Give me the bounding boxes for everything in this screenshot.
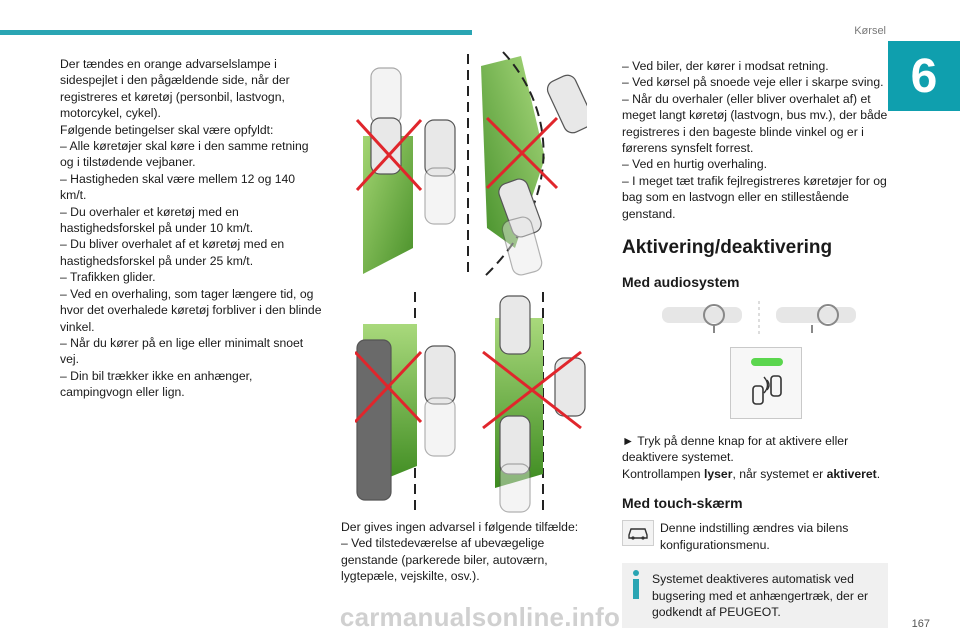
lamp-text: , når systemet er bbox=[732, 466, 827, 481]
divider bbox=[758, 301, 760, 336]
lamp-bold: lyser bbox=[703, 466, 733, 481]
lamp-bold: aktiveret bbox=[826, 466, 877, 481]
watermark: carmanualsonline.info bbox=[339, 602, 621, 632]
condition-item: – Du bliver overhalet af et køretøj med … bbox=[60, 237, 285, 268]
right-column: – Ved biler, der kører i modsat retning.… bbox=[622, 58, 888, 629]
left-column: Der tændes en orange advarselslampe i si… bbox=[60, 56, 322, 401]
car-settings-icon bbox=[622, 520, 654, 547]
condition-item: – Du overhaler et køretøj med en hastigh… bbox=[60, 204, 254, 236]
section-header: Kørsel bbox=[854, 25, 886, 37]
section-title: Aktivering/deaktivering bbox=[622, 237, 833, 259]
header-rule bbox=[0, 30, 472, 35]
paragraph: Følgende betingelser skal være opfyldt: bbox=[60, 122, 274, 137]
info-icon bbox=[633, 570, 639, 600]
condition-item: – I meget tæt trafik fejlregistreres kør… bbox=[622, 173, 887, 221]
audio-subtitle: Med audiosystem bbox=[622, 274, 740, 291]
page-number: 167 bbox=[911, 618, 930, 630]
blind-spot-button-icon bbox=[730, 347, 802, 420]
lamp-text: Kontrollampen bbox=[622, 466, 704, 481]
info-line: bugsering med et anhængertræk, der er go… bbox=[652, 588, 869, 619]
lamp-note: Kontrollampen lyser, når systemet er akt… bbox=[622, 466, 888, 482]
info-line: Systemet deaktiveres automatisk ved bbox=[652, 572, 854, 587]
dashboard-illustration bbox=[662, 301, 888, 336]
touch-subtitle: Med touch-skærm bbox=[622, 495, 743, 512]
condition-item: – Hastigheden skal være mellem 12 og 140… bbox=[60, 171, 296, 203]
paragraph: Der gives ingen advarsel i følgende tilf… bbox=[341, 520, 579, 534]
steering-wheel-icon bbox=[662, 304, 742, 334]
steering-wheel-icon bbox=[776, 304, 856, 334]
touch-text: Denne indstilling ændres via bilens konf… bbox=[660, 521, 849, 552]
middle-column: Der gives ingen advarsel i følgende tilf… bbox=[341, 519, 603, 585]
blind-spot-illustration-bottom bbox=[355, 292, 586, 513]
condition-item: – Ved tilstedeværelse af ubevægelige gen… bbox=[341, 536, 548, 584]
chapter-badge: 6 bbox=[888, 41, 960, 111]
condition-item: – Når du overhaler (eller bliver overhal… bbox=[622, 91, 888, 156]
touch-note: Denne indstilling ændres via bilens konf… bbox=[622, 520, 888, 553]
blind-spot-illustration-top bbox=[355, 51, 587, 277]
condition-item: – Når du kører på en lige eller minimalt… bbox=[60, 335, 304, 367]
condition-item: – Alle køretøjer skal køre i den samme r… bbox=[60, 139, 309, 170]
instruction: ► Tryk på denne knap for at aktivere ell… bbox=[622, 434, 849, 465]
condition-item: – Ved biler, der kører i modsat retning. bbox=[622, 59, 829, 73]
condition-item: – Ved en hurtig overhaling. bbox=[622, 157, 767, 172]
condition-item: – Din bil trækker ikke en anhænger, camp… bbox=[60, 368, 253, 400]
condition-item: – Ved kørsel på snoede veje eller i skar… bbox=[622, 75, 884, 90]
lamp-text: . bbox=[876, 466, 881, 481]
condition-item: – Trafikken glider. bbox=[60, 270, 156, 285]
condition-item: – Ved en overhaling, som tager længere t… bbox=[60, 286, 322, 334]
paragraph: Der tændes en orange advarselslampe i si… bbox=[60, 57, 290, 121]
